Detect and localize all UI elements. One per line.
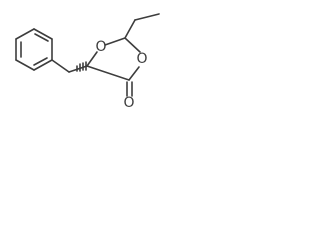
benzene-bond-6 [15, 28, 35, 40]
benzene-bond-1 [33, 28, 53, 40]
benzene-ring [15, 28, 53, 71]
atom-o-ring-top: O [95, 39, 106, 55]
atom-o-ring-right: O [136, 51, 147, 67]
benzyl-ethyl-dioxolanone-structure: O O O [15, 13, 160, 111]
ring-bond-c5-c4 [86, 65, 130, 81]
ring-bond-c2-o1 [124, 37, 141, 53]
ring-bond-c4-o3 [86, 51, 98, 67]
benzene-bond-3 [33, 59, 53, 71]
benzene-double-bond-2 [33, 57, 48, 66]
benzene-double-bond-1 [34, 33, 49, 42]
structure-canvas: O O O [0, 0, 211, 127]
atom-label-o-top: O [95, 39, 106, 55]
benzene-bond-4 [15, 59, 35, 71]
ethyl-bond-1 [124, 19, 136, 39]
ring-bond-o3-c2 [104, 37, 126, 46]
ring-bond-o1-c5 [128, 66, 140, 81]
stereo-hash-marks [76, 61, 87, 72]
atom-label-o-carbonyl: O [123, 95, 134, 111]
ethyl-bond-2 [134, 13, 160, 21]
atom-o-carbonyl: O [123, 95, 134, 111]
benzyl-bond-ring [51, 59, 70, 73]
dioxolanone-ring [86, 37, 141, 81]
benzyl-bond-chiral [68, 65, 88, 73]
atom-label-o-right: O [136, 51, 147, 67]
